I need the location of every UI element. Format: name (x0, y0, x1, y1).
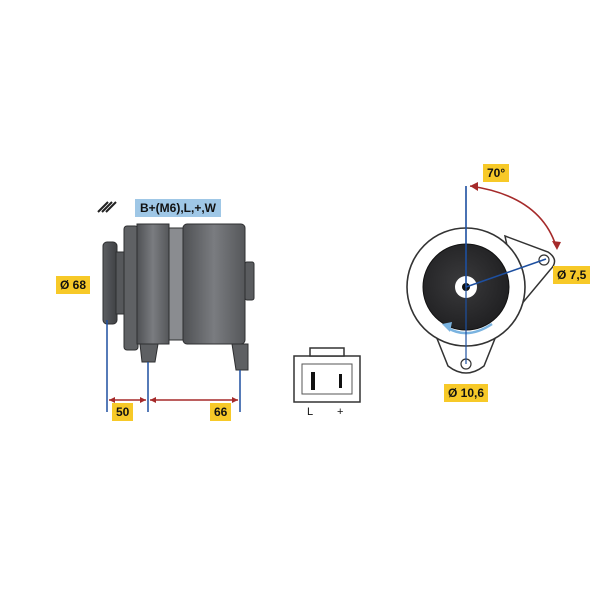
pulley (102, 241, 118, 325)
rear-mount-foot (231, 343, 249, 371)
stator-body (136, 223, 170, 345)
rear-housing (182, 223, 246, 345)
dim-arrow (150, 397, 156, 403)
mount-hole-upper-label: Ø 7,5 (553, 266, 591, 284)
angle-line (465, 258, 547, 288)
mount-angle-label: 70° (483, 164, 510, 182)
rotation-arrow-head (442, 322, 452, 332)
side-view (97, 201, 255, 412)
plug-connector (293, 347, 361, 403)
rear-cap (244, 261, 255, 301)
angle-arc-arrow (470, 182, 478, 191)
dim-arrow (140, 397, 146, 403)
pulley-diameter-label: Ø 68 (56, 276, 91, 294)
plug-pin-left (311, 372, 315, 390)
mount-hole-lower-label: Ø 10,6 (444, 384, 489, 402)
plug-pin-right (339, 374, 342, 388)
angle-arc (469, 185, 557, 247)
front-housing (123, 225, 139, 351)
front-view (406, 182, 561, 374)
plug-pin-right-label: + (337, 406, 344, 418)
length-rear-label: 66 (210, 403, 232, 421)
angle-arc-arrow (552, 241, 561, 250)
stator-ring (168, 227, 184, 341)
rotation-arrow (447, 322, 493, 335)
front-mount-foot (139, 343, 159, 363)
length-front-label: 50 (112, 403, 134, 421)
dim-arrow (232, 397, 238, 403)
plug-pin-left-label: L (307, 406, 314, 418)
dim-arrow (109, 397, 115, 403)
hatch-icon (97, 201, 117, 213)
connector-label: B+(M6),L,+,W (135, 199, 222, 217)
